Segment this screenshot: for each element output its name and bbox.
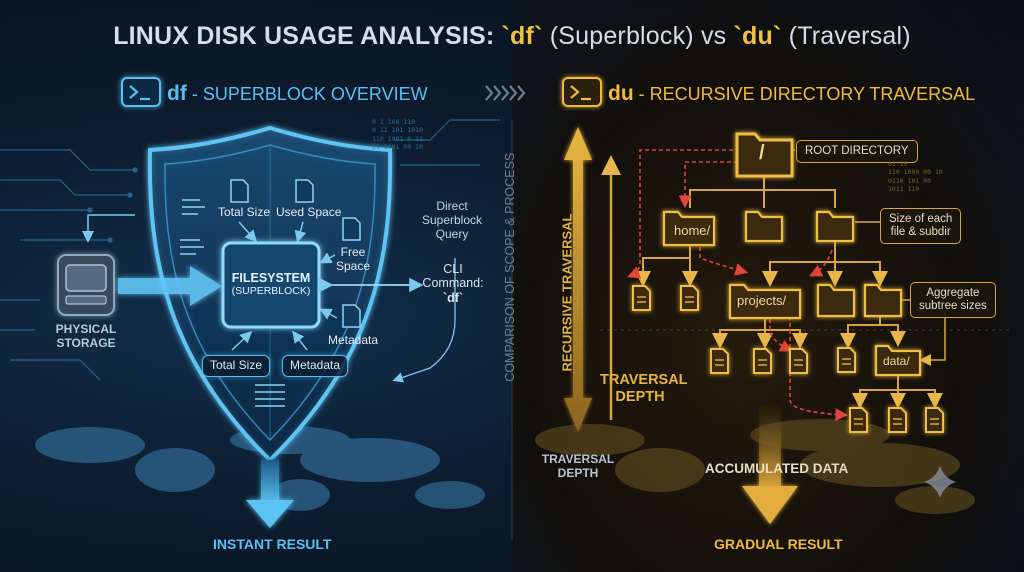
traversal-depth-main-line2: DEPTH	[615, 388, 665, 405]
cli-command-line3: `df`	[442, 290, 464, 305]
traversal-depth-main-line1: TRAVERSAL	[600, 372, 688, 388]
binary-right-4: 1011 110	[888, 185, 920, 194]
label-free-space: Free Space	[333, 245, 373, 274]
folder-home-label: home/	[674, 223, 711, 238]
shield-inner-arrows	[231, 221, 338, 351]
direct-query-line3: Query	[435, 226, 469, 241]
corner-arrow-left	[82, 214, 135, 243]
binary-left-1: 0 1 100 110	[372, 118, 416, 126]
binary-right-2: 110 1000 00 10	[888, 168, 943, 177]
binary-right-3: 0110 101 00	[888, 176, 932, 185]
size-of-each-callout: Size of each file & subdir	[880, 208, 962, 245]
filesystem-line2: (SUPERBLOCK)	[231, 285, 311, 298]
traversal-depth-small: TRAVERSAL DEPTH	[538, 452, 618, 481]
binary-left-4: 01 1001 00 10	[372, 143, 423, 152]
binary-decor-left: 0 1 100 110 0 11 101 1010 110 1001 0 11 …	[372, 118, 423, 152]
instant-result-arrow	[246, 460, 294, 528]
physical-storage-icon	[57, 254, 115, 316]
world-map-right	[535, 419, 975, 514]
binary-decor-right: 01 10 110 1000 00 10 0110 101 00 1011 11…	[888, 160, 943, 194]
red-traversal-arrows	[627, 149, 849, 421]
direct-query-line1: Direct	[436, 199, 468, 213]
label-used-space: Used Space	[276, 205, 342, 219]
free-space-line2: Space	[335, 258, 371, 273]
label-total-size-top: Total Size	[218, 205, 271, 219]
file-icons	[632, 285, 944, 433]
physical-storage-label: PHYSICAL STORAGE	[50, 322, 122, 351]
page-title: LINUX DISK USAGE ANALYSIS: `df` (Superbl…	[0, 22, 1024, 51]
tree-connectors	[635, 172, 943, 409]
center-chevrons	[485, 85, 526, 101]
folder-data-label: data/	[883, 354, 910, 368]
recursive-traversal-label: RECURSIVE TRAVERSAL	[559, 213, 575, 372]
traversal-depth-small-line2: DEPTH	[557, 465, 599, 480]
du-terminal-icon	[562, 77, 602, 107]
root-directory-callout: ROOT DIRECTORY	[796, 140, 918, 164]
du-heading: du - RECURSIVE DIRECTORY TRAVERSAL	[608, 82, 975, 106]
accumulated-data-label: ACCUMULATED DATA	[705, 461, 849, 476]
du-heading-cmd: du	[608, 82, 634, 105]
df-heading-cmd: df	[167, 82, 187, 105]
title-suffix: (Traversal)	[781, 22, 911, 50]
instant-result-label: INSTANT RESULT	[213, 536, 332, 552]
storage-to-filesystem-arrow	[118, 266, 222, 306]
du-heading-text: - RECURSIVE DIRECTORY TRAVERSAL	[638, 84, 976, 104]
title-du: `du`	[733, 22, 782, 50]
binary-left-3: 110 1001 0 11	[372, 134, 423, 143]
title-df: `df`	[501, 22, 543, 50]
filesystem-line1: FILESYSTEM	[231, 271, 311, 285]
title-prefix: LINUX DISK USAGE ANALYSIS:	[113, 22, 502, 50]
cli-command-label: CLI Command: `df`	[418, 262, 488, 305]
physical-storage-line2: STORAGE	[56, 335, 116, 350]
shield-decor-lines	[180, 199, 285, 407]
physical-storage-line1: PHYSICAL	[55, 322, 117, 336]
free-space-line1: Free	[340, 245, 366, 259]
cli-command-line2: Command:	[422, 276, 484, 291]
filesystem-box	[221, 241, 321, 329]
root-slash: /	[759, 142, 765, 164]
gradual-result-arrow	[742, 400, 798, 524]
traversal-depth-small-line1: TRAVERSAL	[541, 452, 615, 466]
recursive-traversal-arrow	[564, 127, 592, 432]
size-of-each-line1: Size of each	[889, 213, 953, 225]
binary-left-2: 0 11 101 1010	[372, 126, 423, 135]
size-of-each-line2: file & subdir	[890, 226, 951, 239]
binary-right-1: 01 10	[888, 160, 908, 168]
sparkle-icon	[924, 466, 956, 498]
label-total-size-bottom: Total Size	[202, 355, 271, 377]
cli-command-line1: CLI	[443, 262, 463, 276]
aggregate-line2: subtree sizes	[919, 300, 987, 313]
direct-query-label: Direct Superblock Query	[412, 199, 492, 241]
df-terminal-icon	[121, 77, 161, 107]
circuit-lines-left	[0, 119, 500, 381]
folder-icons	[662, 132, 922, 377]
file-icon-lines	[637, 296, 939, 425]
aggregate-arrow	[919, 312, 946, 366]
direct-query-line2: Superblock	[421, 212, 483, 227]
aggregate-line1: Aggregate	[926, 287, 980, 299]
df-heading: df - SUPERBLOCK OVERVIEW	[167, 82, 428, 106]
label-metadata-bottom: Metadata	[282, 355, 349, 377]
divider-label: COMPARISON OF SCOPE & PROCESS	[502, 152, 517, 382]
folder-projects-label: projects/	[737, 293, 787, 308]
title-mid: (Superblock) vs	[542, 22, 734, 50]
shield-document-icons	[230, 179, 361, 328]
df-heading-text: - SUPERBLOCK OVERVIEW	[191, 84, 428, 104]
traversal-depth-main: TRAVERSAL DEPTH	[600, 372, 688, 405]
filesystem-label: FILESYSTEM (SUPERBLOCK)	[223, 271, 319, 297]
label-metadata-right: Metadata	[328, 333, 379, 347]
direct-query-line	[392, 258, 456, 383]
aggregate-callout: Aggregate subtree sizes	[910, 282, 996, 319]
gradual-result-label: GRADUAL RESULT	[714, 536, 843, 552]
